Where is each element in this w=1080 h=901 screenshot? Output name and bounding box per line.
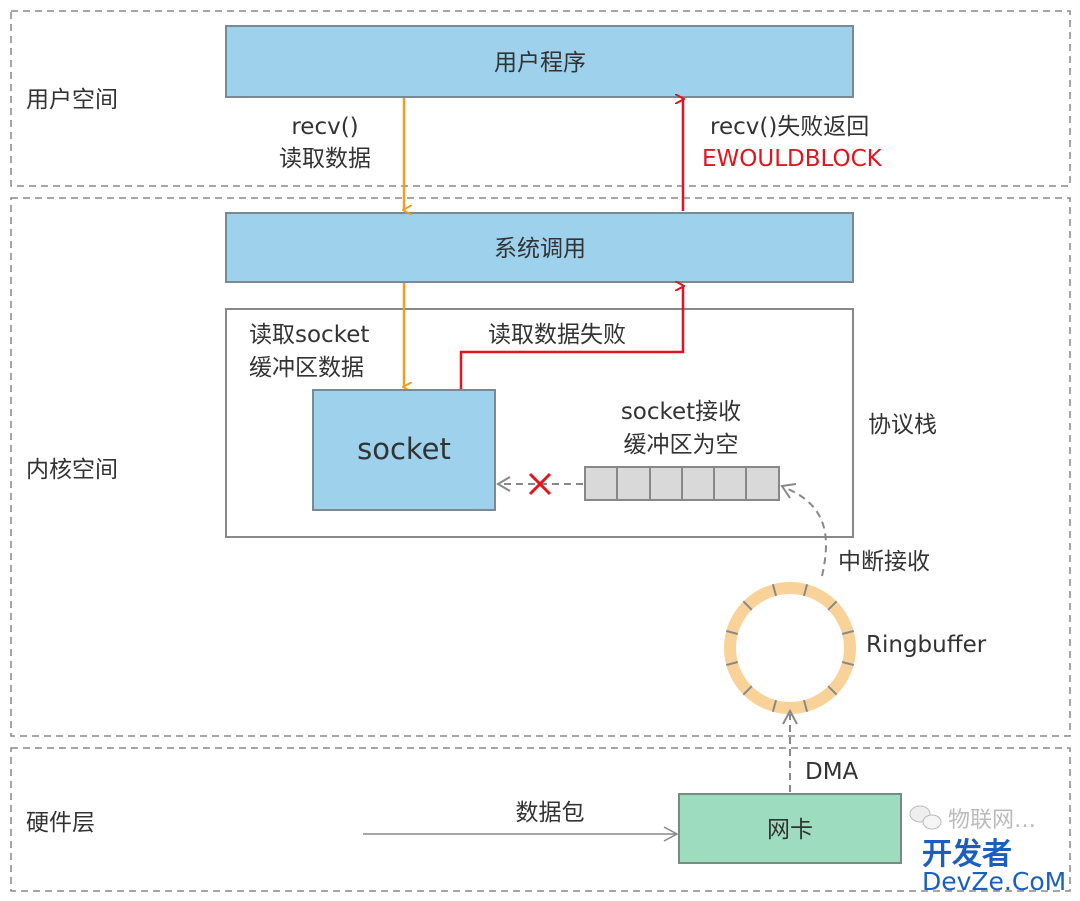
fail-label-1: recv()失败返回	[710, 114, 869, 140]
x-mark-icon	[528, 472, 552, 496]
kernel-space-zone	[10, 197, 1071, 737]
ring-tick	[803, 699, 809, 713]
watermark-brand: 开发者	[922, 837, 1012, 872]
ring-tick	[771, 699, 777, 713]
ring-tick	[827, 600, 838, 611]
watermark-site: DevZe.CoM	[922, 867, 1066, 896]
zone-label-hardware: 硬件层	[26, 810, 95, 836]
ring-tick	[725, 629, 739, 635]
recv-label-1: recv()	[291, 114, 358, 140]
user-space-zone	[10, 10, 1071, 187]
ring-tick	[827, 685, 838, 696]
hardware-zone	[10, 747, 1071, 892]
dma-label: DMA	[805, 759, 859, 785]
nic-label: 网卡	[767, 817, 813, 843]
socket-receive-buffer	[584, 466, 780, 501]
buffer-label-1: socket接收	[621, 399, 741, 425]
read-socket-label-1: 读取socket	[249, 322, 369, 348]
ring-tick	[725, 661, 739, 667]
ring-tick	[742, 685, 753, 696]
protocol-stack-box	[225, 308, 854, 538]
syscall-box	[225, 212, 854, 283]
ringbuffer-ring	[724, 582, 856, 714]
zone-label-user: 用户空间	[26, 87, 118, 113]
read-fail-label: 读取数据失败	[488, 322, 626, 348]
user-program-label: 用户程序	[494, 50, 586, 76]
user-program-box	[225, 25, 854, 98]
read-socket-label-2: 缓冲区数据	[249, 355, 364, 381]
ring-tick	[803, 583, 809, 597]
protocol-stack-label: 协议栈	[868, 412, 937, 438]
fail-label-2: EWOULDBLOCK	[702, 146, 883, 172]
watermark-text: 物联网…	[948, 808, 1036, 833]
ring-tick	[742, 600, 753, 611]
ring-tick	[841, 661, 855, 667]
socket-label: socket	[357, 432, 451, 466]
packet-label: 数据包	[516, 800, 585, 826]
interrupt-label: 中断接收	[838, 549, 930, 575]
socket-box	[312, 389, 496, 511]
ring-tick	[841, 629, 855, 635]
buffer-label-2: 缓冲区为空	[624, 432, 739, 458]
read-fail-arrow	[459, 286, 683, 390]
recv-label-2: 读取数据	[279, 146, 371, 172]
ring-tick	[771, 583, 777, 597]
zone-label-kernel: 内核空间	[26, 457, 118, 483]
watermark-logo: 物联网… 开发者 DevZe.CoM	[909, 805, 1066, 896]
ringbuffer-label: Ringbuffer	[866, 632, 987, 658]
nic-box	[678, 793, 902, 864]
interrupt-arrow	[782, 486, 827, 577]
syscall-label: 系统调用	[494, 236, 586, 262]
